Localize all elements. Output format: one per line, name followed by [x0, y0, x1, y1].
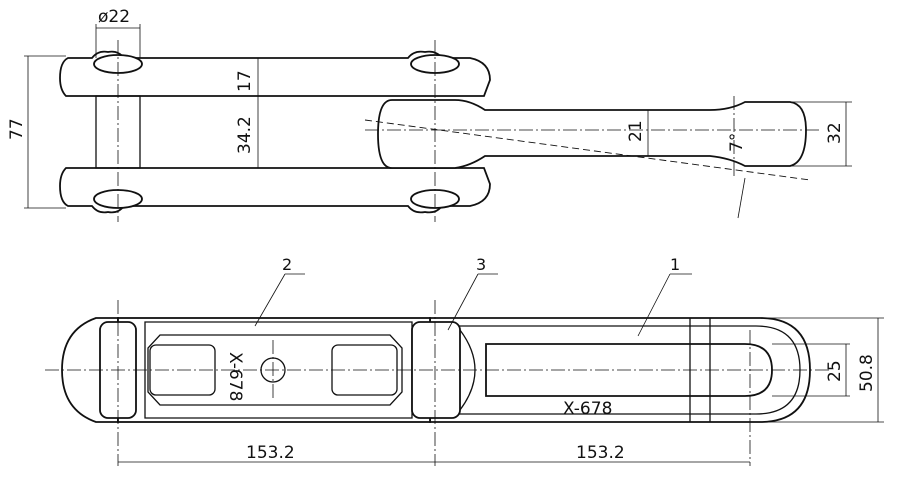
dim-angle: 7°	[727, 133, 747, 152]
dim-slot-width: 25	[825, 360, 845, 382]
top-view: ø22 77 17 34.2 21 32 7°	[7, 7, 852, 222]
marking-rotated: X-678	[225, 352, 245, 401]
dim-inner-width: 34.2	[235, 116, 255, 154]
bottom-view: 2 3 1 X-678 X-678 153.2 153.2 25 50.8	[45, 255, 884, 466]
upper-side-bar	[59, 50, 491, 97]
angle-line	[364, 119, 811, 181]
dim-head-width: 32	[825, 122, 845, 144]
marking-horizontal: X-678	[563, 399, 612, 419]
dim-overall-width: 77	[7, 118, 27, 140]
dim-pin-diameter: ø22	[98, 7, 130, 27]
part-label-3: 3	[476, 255, 486, 274]
lower-side-bar	[59, 167, 491, 214]
dim-pitch-left: 153.2	[246, 443, 295, 463]
side-plate-inner	[147, 334, 403, 406]
part-label-1: 1	[670, 255, 680, 274]
angle-leader	[737, 177, 746, 219]
part-label-2: 2	[282, 255, 292, 274]
side-plate-recess	[144, 321, 413, 419]
dim-shank-width: 21	[626, 120, 646, 142]
dim-link-height: 17	[235, 70, 255, 92]
dim-pitch-right: 153.2	[576, 443, 625, 463]
dim-outer-width: 50.8	[857, 354, 877, 392]
